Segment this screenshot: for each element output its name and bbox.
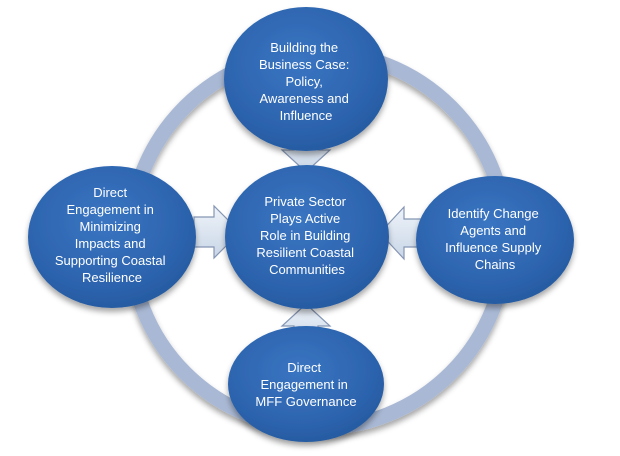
- node-right-text: Identify Change Agents and Influence Sup…: [445, 206, 545, 272]
- node-center: Private Sector Plays Active Role in Buil…: [225, 165, 389, 309]
- node-left: Direct Engagement in Minimizing Impacts …: [28, 166, 196, 308]
- node-top-text: Building the Business Case: Policy, Awar…: [259, 40, 353, 123]
- node-center-text: Private Sector Plays Active Role in Buil…: [256, 194, 357, 277]
- node-right: Identify Change Agents and Influence Sup…: [416, 176, 574, 304]
- node-bottom-text: Direct Engagement in MFF Governance: [255, 360, 356, 409]
- node-top: Building the Business Case: Policy, Awar…: [224, 7, 388, 151]
- node-left-text: Direct Engagement in Minimizing Impacts …: [55, 185, 169, 285]
- node-bottom: Direct Engagement in MFF Governance: [228, 326, 384, 442]
